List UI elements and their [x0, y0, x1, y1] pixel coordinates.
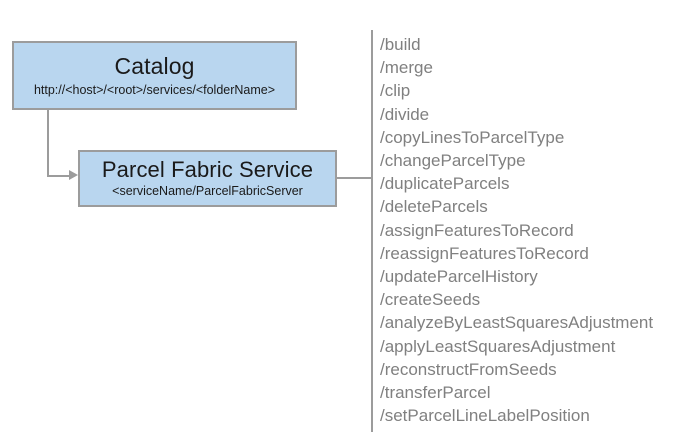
list-item: /build — [380, 35, 421, 54]
list-item: /clip — [380, 81, 411, 101]
list-item: /applyLeastSquaresAdjustment — [380, 336, 616, 356]
list-item: /assignFeaturesToRecord — [380, 220, 574, 240]
list-item: /updateParcelHistory — [380, 267, 538, 287]
list-item: /createSeeds — [380, 290, 481, 310]
node-catalog-subtitle: http://<host>/<root>/services/<folderNam… — [33, 83, 276, 97]
list-item: /analyzeByLeastSquaresAdjustment — [380, 313, 654, 333]
connector-catalog-horizontal — [47, 175, 71, 177]
arrow-head-icon — [69, 170, 78, 180]
node-parcel-fabric-service-title: Parcel Fabric Service — [101, 157, 314, 182]
connector-catalog-vertical — [47, 110, 49, 177]
list-item: /reconstructFromSeeds — [380, 359, 557, 379]
node-parcel-fabric-service-subtitle: <serviceName/ParcelFabricServer — [112, 184, 303, 198]
node-catalog-title: Catalog — [114, 53, 195, 79]
list-item: /changeParcelType — [380, 151, 526, 171]
list-item: /deleteParcels — [380, 197, 488, 217]
list-item: /transferParcel — [380, 383, 491, 403]
list-item: /merge — [380, 58, 433, 78]
node-catalog: Catalog http://<host>/<root>/services/<f… — [12, 41, 297, 110]
list-item: /duplicateParcels — [380, 174, 510, 194]
list-item: /copyLinesToParcelType — [380, 127, 565, 147]
operations-list: /build /merge /clip /divide /copyLinesTo… — [380, 33, 680, 427]
connector-operations-rail — [371, 30, 373, 432]
list-item: /setParcelLineLabelPosition — [380, 406, 590, 426]
list-item: /reassignFeaturesToRecord — [380, 243, 589, 263]
connector-service-to-operations — [337, 177, 372, 179]
list-item: /divide — [380, 104, 430, 124]
node-parcel-fabric-service: Parcel Fabric Service <serviceName/Parce… — [78, 150, 337, 207]
